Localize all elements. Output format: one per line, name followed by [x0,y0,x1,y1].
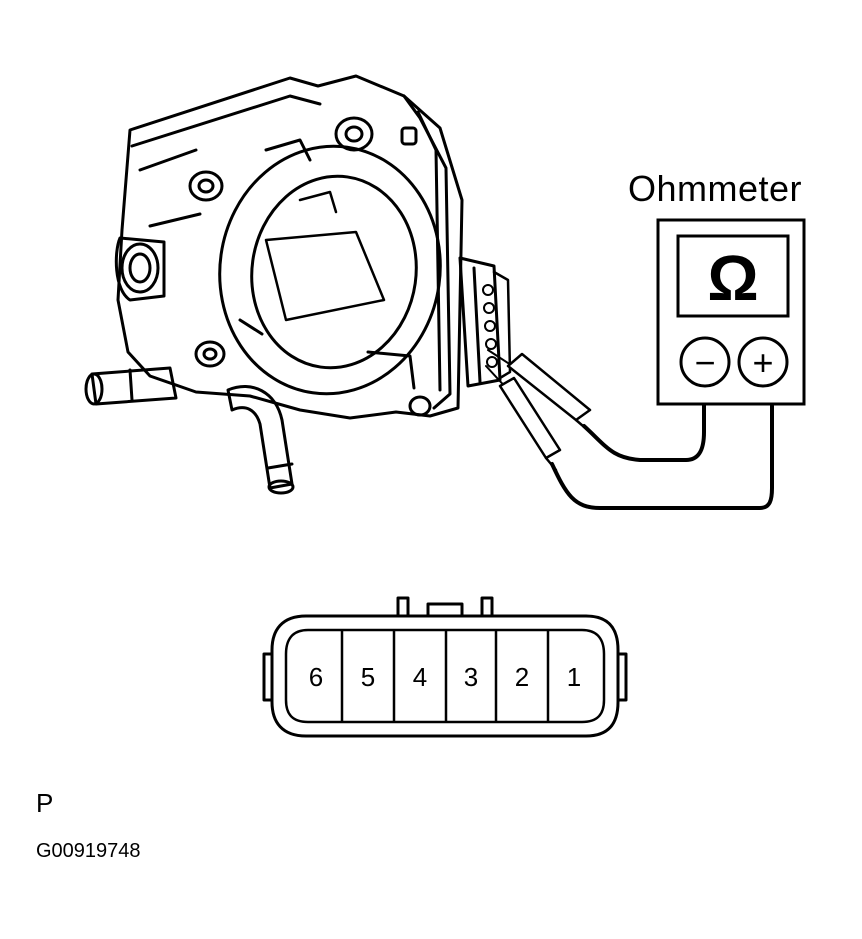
test-leads [485,349,774,510]
pin-label: 3 [464,662,478,692]
pin-label: 5 [361,662,375,692]
connector-face [262,596,628,738]
pin-label: 4 [413,662,427,692]
pin-label: 6 [309,662,323,692]
positive-terminal [737,336,789,388]
ohmmeter: Ω − + [656,218,806,406]
negative-terminal [679,336,731,388]
figure-id: G00919748 [36,840,141,862]
connector-pin-labels: 6 5 4 3 2 1 [309,662,581,692]
ohm-symbol: Ω [707,242,758,314]
ohmmeter-label: Ohmmeter [628,168,803,209]
positive-terminal-icon: + [752,342,773,383]
throttle-body [84,74,512,495]
negative-terminal-icon: − [694,342,715,383]
pin-label: 2 [515,662,529,692]
pin-label: 1 [567,662,581,692]
ohmmeter-display [676,234,790,318]
view-label: P [36,788,54,818]
